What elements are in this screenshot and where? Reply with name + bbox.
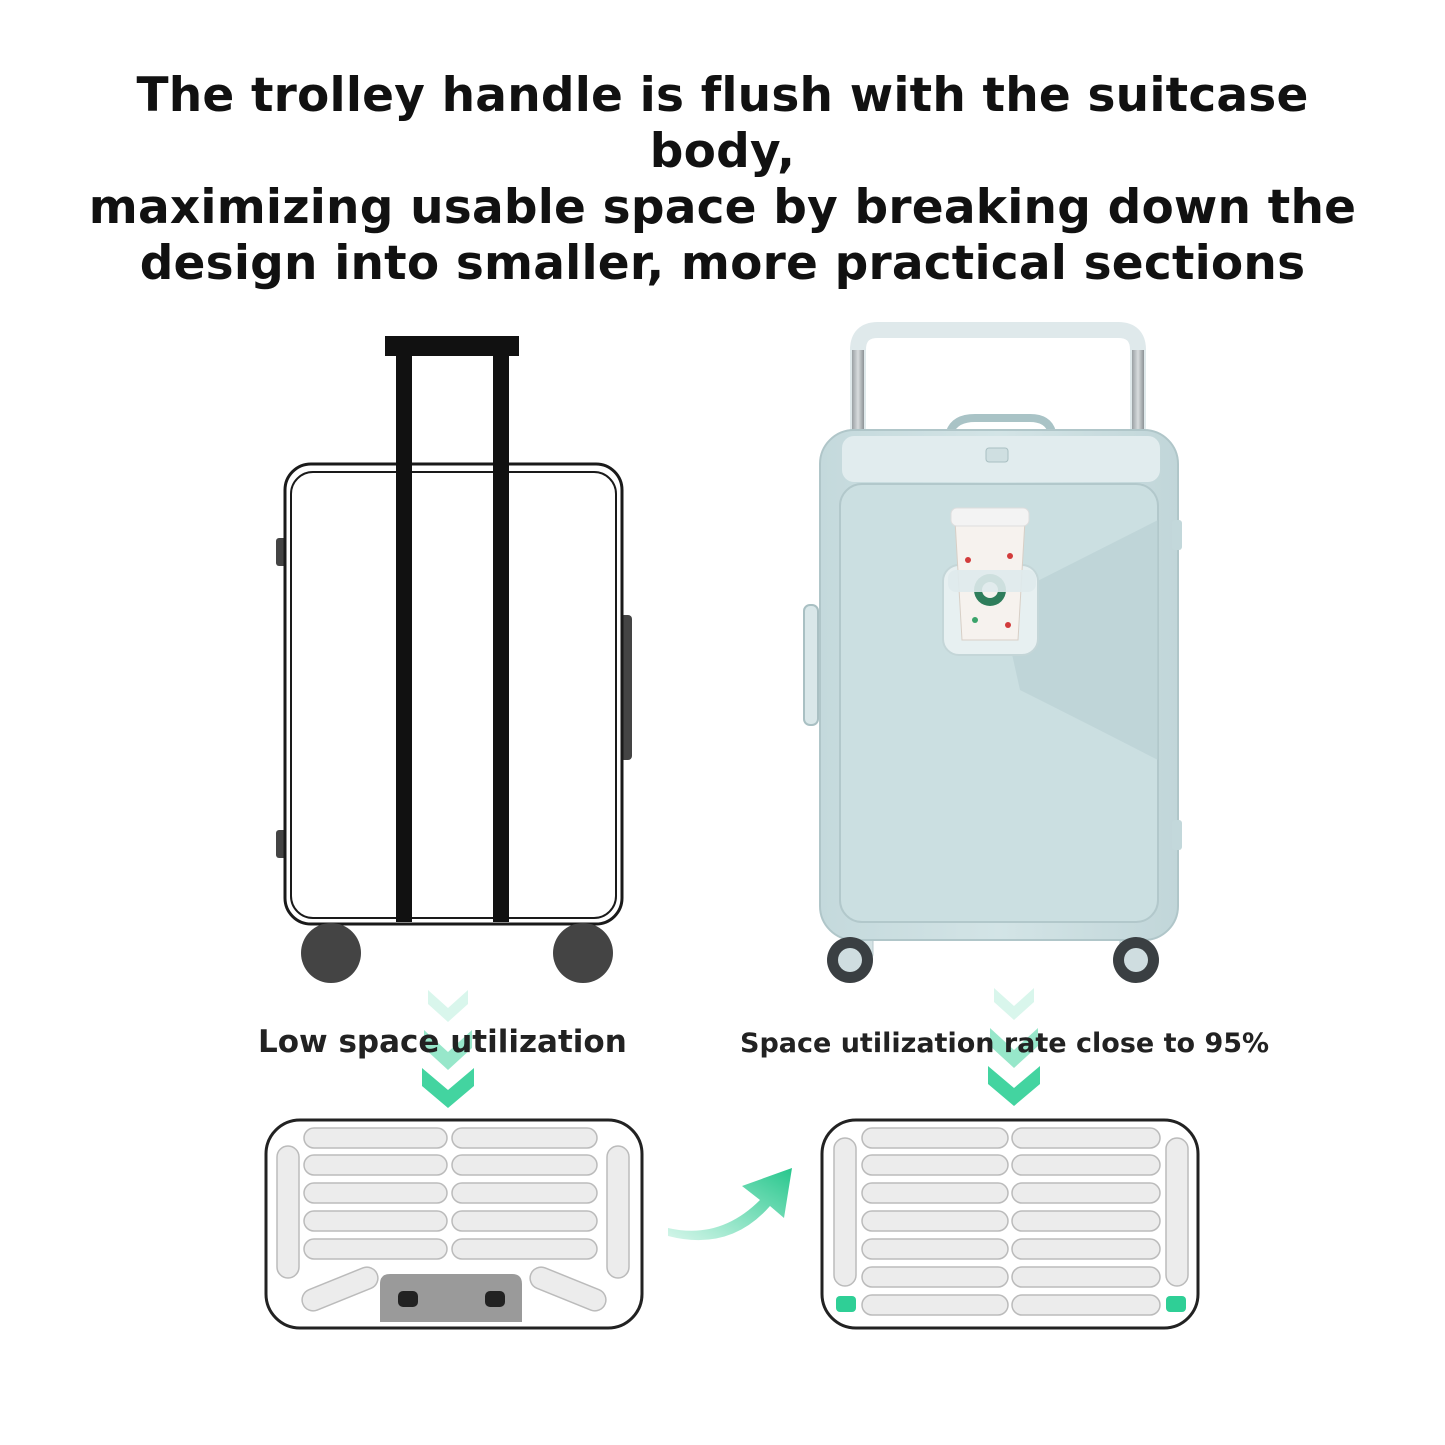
traditional-suitcase-outline — [276, 336, 632, 983]
headline-line-2: maximizing usable space by breaking down… — [88, 180, 1357, 235]
mint-suitcase-with-cup-holder — [803, 322, 1182, 983]
curved-arrow-icon — [668, 1168, 792, 1241]
chevron-down-icon — [988, 988, 1040, 1106]
headline-line-3: design into smaller, more practical sect… — [139, 236, 1306, 291]
headline: The trolley handle is flush with the sui… — [60, 68, 1385, 292]
caption-high-utilization: Space utilization rate close to 95% — [740, 1028, 1270, 1059]
caption-low-utilization: Low space utilization — [258, 1024, 627, 1060]
cross-section-with-handle-housing — [264, 1118, 644, 1330]
headline-line-1: The trolley handle is flush with the sui… — [136, 68, 1309, 179]
cross-section-full-use — [820, 1118, 1200, 1330]
chevron-down-icon — [422, 990, 474, 1108]
